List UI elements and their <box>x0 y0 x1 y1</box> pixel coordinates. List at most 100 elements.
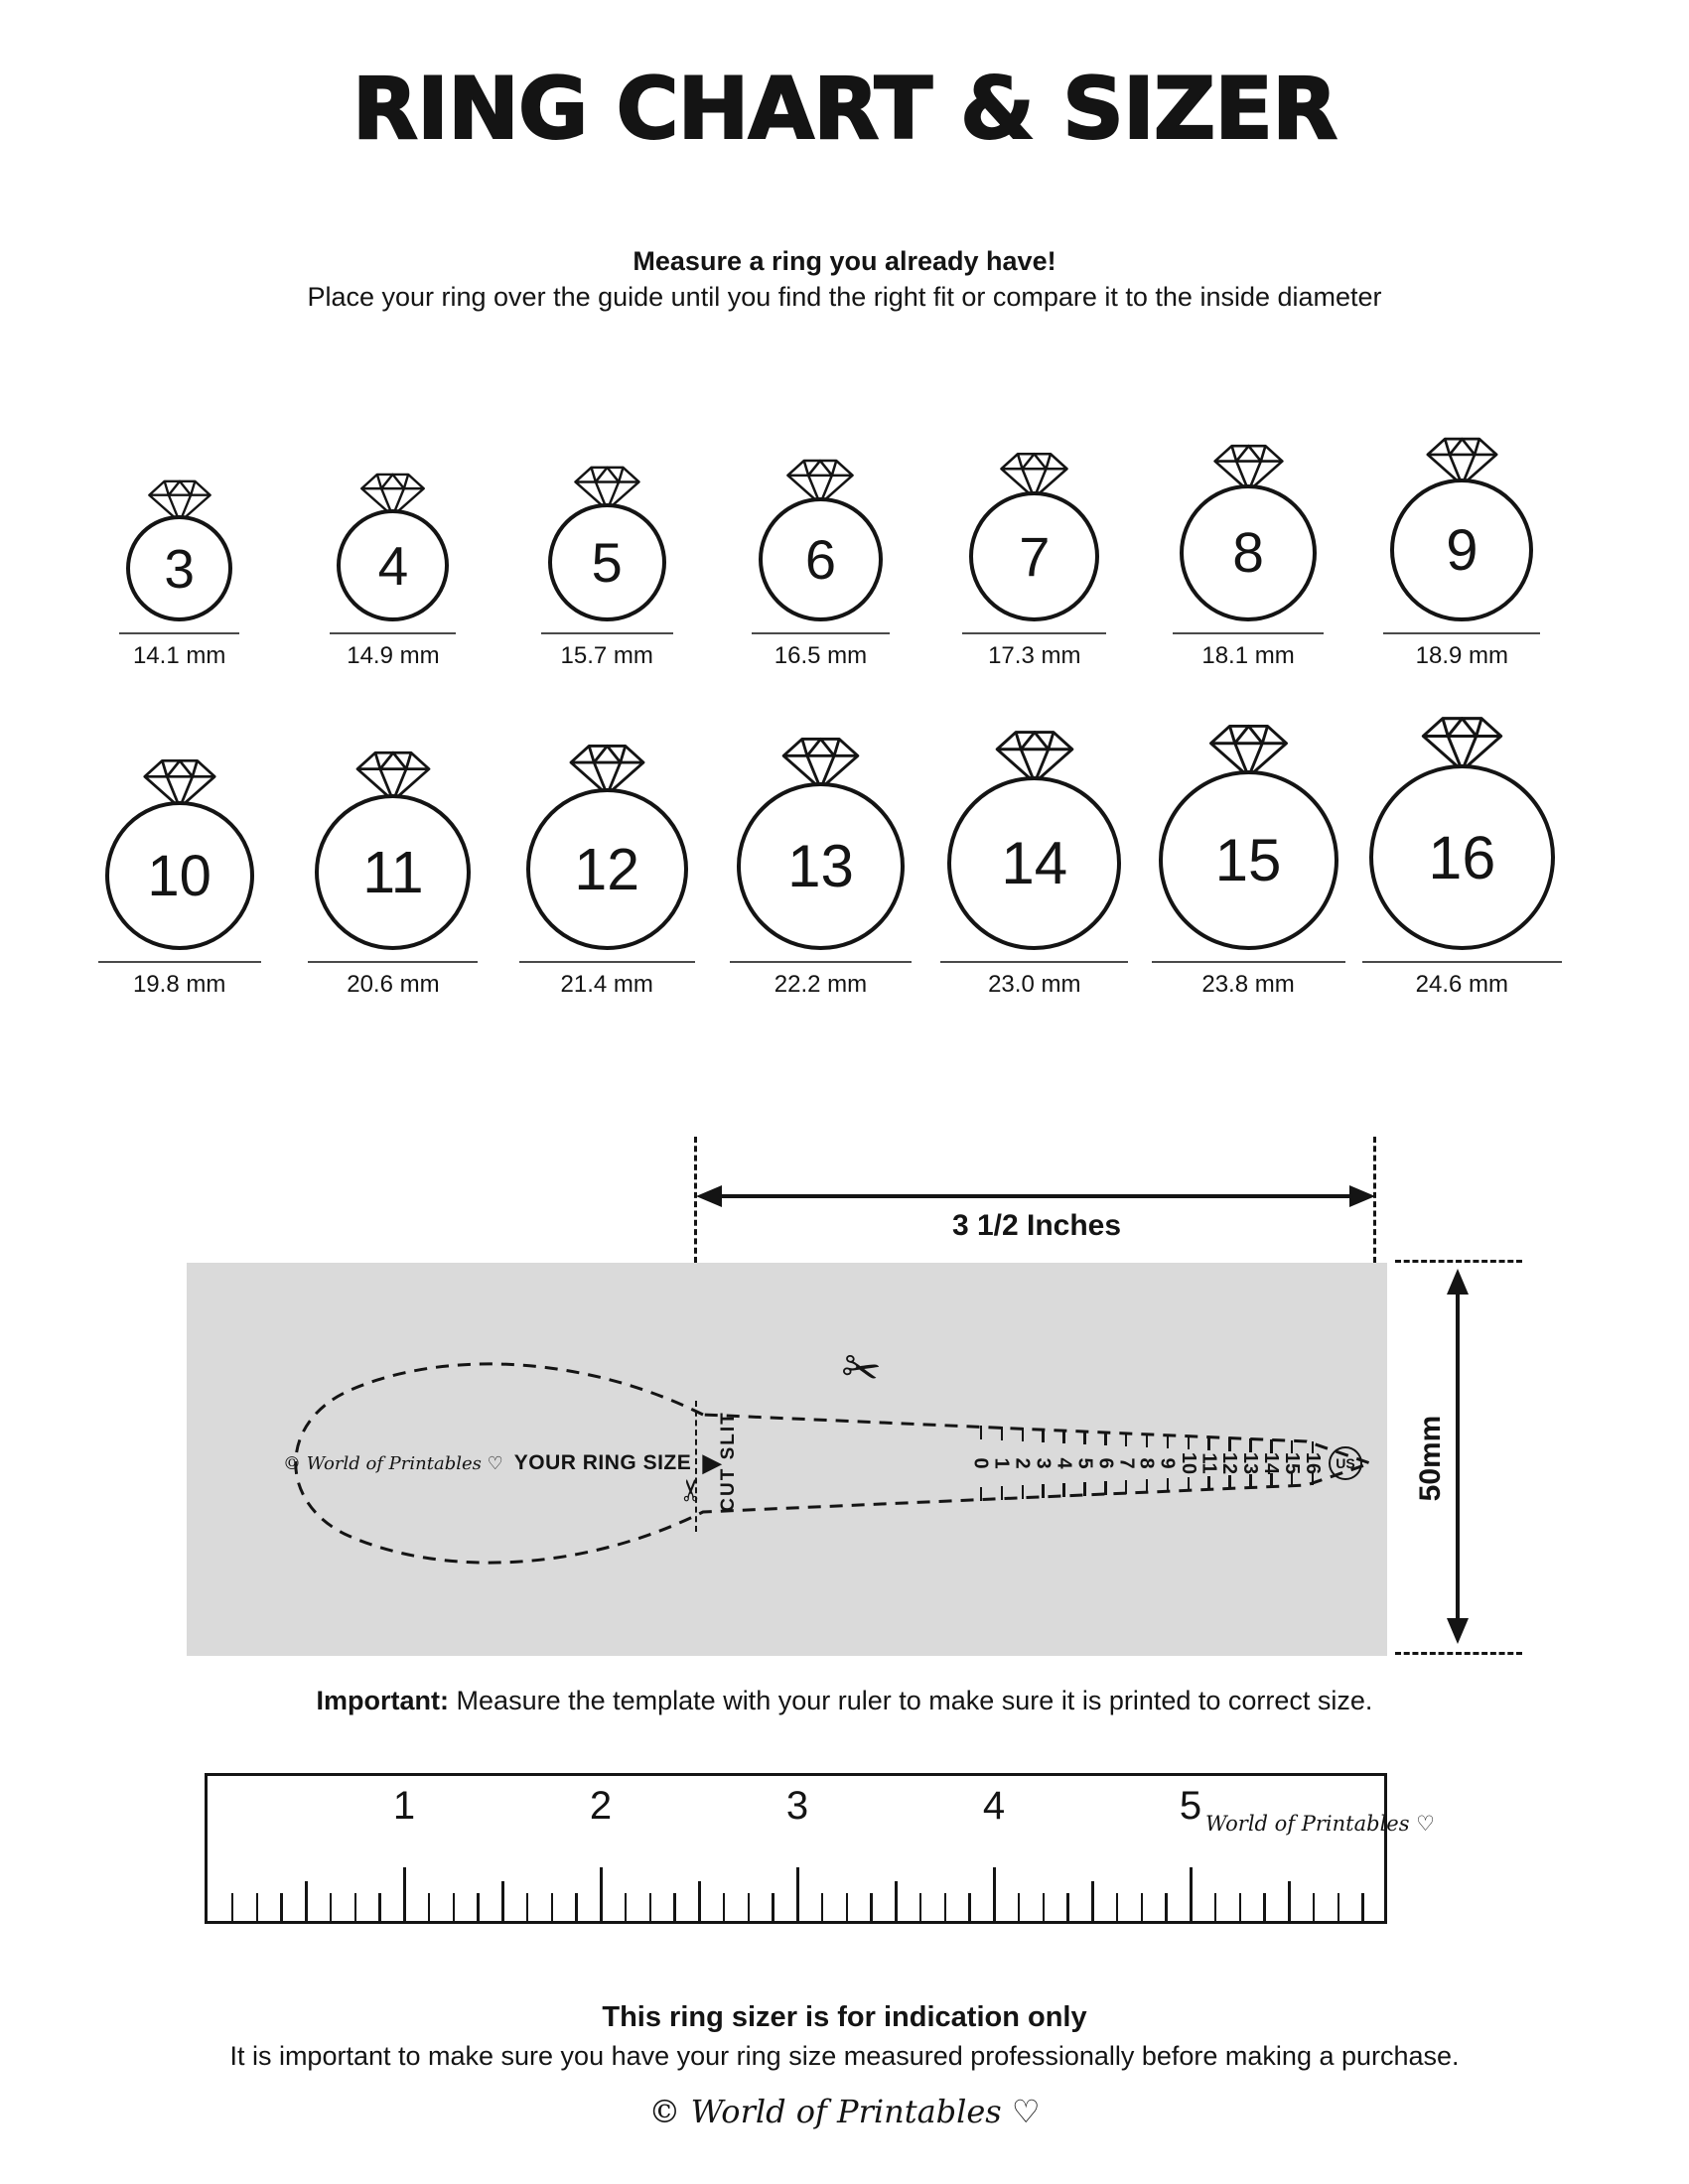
measure-dash-left <box>694 1137 697 1263</box>
scale-tick <box>1083 1482 1086 1496</box>
ring-size-number: 9 <box>1446 517 1478 583</box>
ring-icon: 4 <box>337 383 450 621</box>
scale-mark: 7 <box>1115 1433 1137 1494</box>
scale-tick <box>979 1487 983 1501</box>
scale-mark: 0 <box>970 1426 992 1501</box>
scale-tick <box>1083 1431 1086 1444</box>
scale-tick <box>1207 1476 1210 1490</box>
ring-size-item: 4 14.9 mm <box>286 383 499 670</box>
sizer-brand: © World of Printables ♡ <box>283 1452 503 1474</box>
ring-diameter-label: 18.9 mm <box>1415 642 1509 669</box>
ring-underline <box>751 632 890 634</box>
ruler-tick <box>1017 1893 1021 1921</box>
ring-circle: 6 <box>758 497 883 621</box>
height-dash-bottom <box>1395 1652 1522 1655</box>
scale-tick <box>1228 1437 1231 1451</box>
ruler-tick <box>280 1893 283 1921</box>
ruler-tick <box>1312 1893 1316 1921</box>
ring-diameter-label: 20.6 mm <box>347 971 440 998</box>
ring-diameter-label: 14.9 mm <box>347 642 440 669</box>
ring-circle: 7 <box>969 491 1100 621</box>
scale-number: 11 <box>1197 1452 1220 1474</box>
ruler-tick <box>1238 1893 1241 1921</box>
width-arrow-left-head <box>696 1185 722 1207</box>
ring-size-number: 15 <box>1214 827 1282 893</box>
us-size-badge: US <box>1329 1446 1362 1480</box>
ring-diameter-label: 14.1 mm <box>132 642 226 669</box>
ring-size-number: 7 <box>1019 525 1051 588</box>
scale-mark: 14 <box>1260 1439 1282 1487</box>
scissors-small-icon: ✂ <box>674 1477 710 1503</box>
cut-slit-line <box>695 1401 697 1532</box>
ring-circle: 4 <box>337 509 450 621</box>
scale-tick <box>1104 1432 1107 1445</box>
ruler-tick <box>1213 1893 1217 1921</box>
ruler-tick <box>1263 1893 1266 1921</box>
scale-tick <box>1062 1483 1065 1497</box>
scale-mark: 15 <box>1281 1440 1303 1486</box>
ruler-tick <box>943 1893 946 1921</box>
instruction-text: Place your ring over the guide until you… <box>307 282 1382 312</box>
width-arrow-right-head <box>1349 1185 1375 1207</box>
ring-circle: 11 <box>315 794 472 950</box>
scale-tick <box>1000 1486 1004 1500</box>
scale-tick <box>1290 1473 1294 1486</box>
ruler-tick <box>1361 1893 1364 1921</box>
scale-tick <box>1290 1440 1294 1453</box>
ring-diameter-label: 23.0 mm <box>988 971 1081 998</box>
ring-underline <box>308 961 479 963</box>
ring-diameter-label: 22.2 mm <box>774 971 868 998</box>
scale-number: 0 <box>970 1457 992 1469</box>
ruler-tick <box>305 1881 308 1921</box>
ruler-tick <box>403 1867 406 1921</box>
scale-number: 15 <box>1281 1451 1304 1475</box>
height-measure-label: 50mm <box>1414 1415 1447 1502</box>
ruler-tick <box>1091 1881 1094 1921</box>
height-arrow-up-head <box>1447 1269 1469 1295</box>
ruler-tick <box>796 1867 799 1921</box>
ring-circle: 15 <box>1158 770 1338 950</box>
scale-tick <box>1042 1484 1045 1498</box>
scale-tick <box>979 1426 983 1439</box>
ruler-tick <box>329 1893 333 1921</box>
ruler-tick <box>722 1893 726 1921</box>
ruler-tick <box>255 1893 258 1921</box>
scale-tick <box>1228 1475 1231 1489</box>
ring-icon: 16 <box>1368 687 1555 950</box>
ring-underline <box>940 961 1129 963</box>
scale-number: 2 <box>1011 1457 1034 1469</box>
scale-number: 14 <box>1260 1451 1283 1475</box>
scale-tick <box>1187 1477 1190 1491</box>
scale-tick <box>1145 1479 1149 1493</box>
instruction-heading: Measure a ring you already have! <box>633 246 1056 276</box>
ring-diameter-label: 19.8 mm <box>132 971 226 998</box>
page-title: RING CHART & SIZER <box>352 59 1339 160</box>
ring-icon: 7 <box>969 383 1100 621</box>
ruler-tick <box>624 1893 628 1921</box>
ruler-tick <box>747 1893 750 1921</box>
scale-tick <box>1166 1434 1170 1448</box>
ring-sizer-template: © World of Printables ♡ YOUR RING SIZE ▶… <box>187 1263 1387 1656</box>
scale-mark: 11 <box>1198 1436 1220 1490</box>
footer-heading: This ring sizer is for indication only <box>602 2001 1087 2033</box>
ring-icon: 10 <box>104 687 254 950</box>
ruler-tick <box>772 1893 774 1921</box>
scale-tick <box>1249 1474 1252 1488</box>
ring-size-item: 11 20.6 mm <box>286 687 499 999</box>
scale-number: 9 <box>1156 1457 1179 1469</box>
ruler-tick <box>1042 1893 1045 1921</box>
scale-number: 7 <box>1115 1457 1138 1469</box>
scale-tick <box>1187 1435 1190 1449</box>
scale-number: 3 <box>1032 1457 1055 1469</box>
ring-size-number: 14 <box>1001 830 1068 896</box>
ruler-tick <box>477 1893 480 1921</box>
scale-tick <box>1311 1473 1315 1485</box>
scale-tick <box>1104 1481 1107 1495</box>
ruler-number: 3 <box>785 1784 809 1828</box>
ring-icon: 14 <box>947 687 1122 950</box>
ring-size-item: 10 19.8 mm <box>72 687 286 999</box>
